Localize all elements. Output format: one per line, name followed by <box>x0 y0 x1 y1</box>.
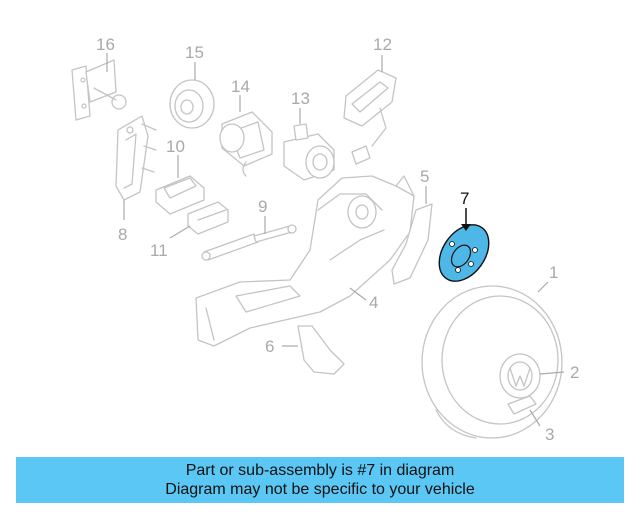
callout-5: 5 <box>420 167 429 186</box>
part-1-spare-tire <box>421 281 563 439</box>
info-banner: Part or sub-assembly is #7 in diagram Di… <box>16 457 624 503</box>
callout-9: 9 <box>258 197 267 216</box>
callout-11: 11 <box>150 241 168 260</box>
parts-diagram: 16 15 14 13 12 10 8 9 11 5 7 1 4 6 2 3 <box>71 35 579 444</box>
callout-1: 1 <box>549 263 558 282</box>
banner-line-2: Diagram may not be specific to your vehi… <box>165 481 475 498</box>
part-13-motor <box>283 108 335 181</box>
part-10-bracket <box>155 155 205 215</box>
callout-6: 6 <box>265 337 274 356</box>
part-12-handle-assembly <box>343 55 397 165</box>
callout-16: 16 <box>96 35 115 54</box>
callout-10: 10 <box>166 137 185 156</box>
callout-13: 13 <box>291 89 310 108</box>
callout-8: 8 <box>118 225 127 244</box>
part-14-lock-actuator <box>219 95 273 177</box>
part-9-gas-strut <box>201 216 297 261</box>
callout-2: 2 <box>570 363 579 382</box>
part-6-pad <box>282 325 345 375</box>
callout-7: 7 <box>460 189 469 208</box>
part-2-emblem <box>499 353 565 399</box>
part-3-handle <box>507 395 541 427</box>
part-5-bracket-plate <box>391 186 433 285</box>
part-8-long-bracket <box>115 115 157 220</box>
callout-12: 12 <box>373 35 392 54</box>
part-11-block <box>169 201 229 239</box>
callout-14: 14 <box>231 77 250 96</box>
part-7-highlighted-disc[interactable] <box>429 208 499 290</box>
callout-3: 3 <box>545 425 554 444</box>
part-16-hinge-bracket <box>71 53 127 121</box>
part-4-carrier-arm <box>195 175 415 347</box>
callout-15: 15 <box>185 43 204 62</box>
banner-line-1: Part or sub-assembly is #7 in diagram <box>185 462 455 479</box>
part-15-round-disc <box>169 62 215 129</box>
callout-4: 4 <box>369 293 378 312</box>
